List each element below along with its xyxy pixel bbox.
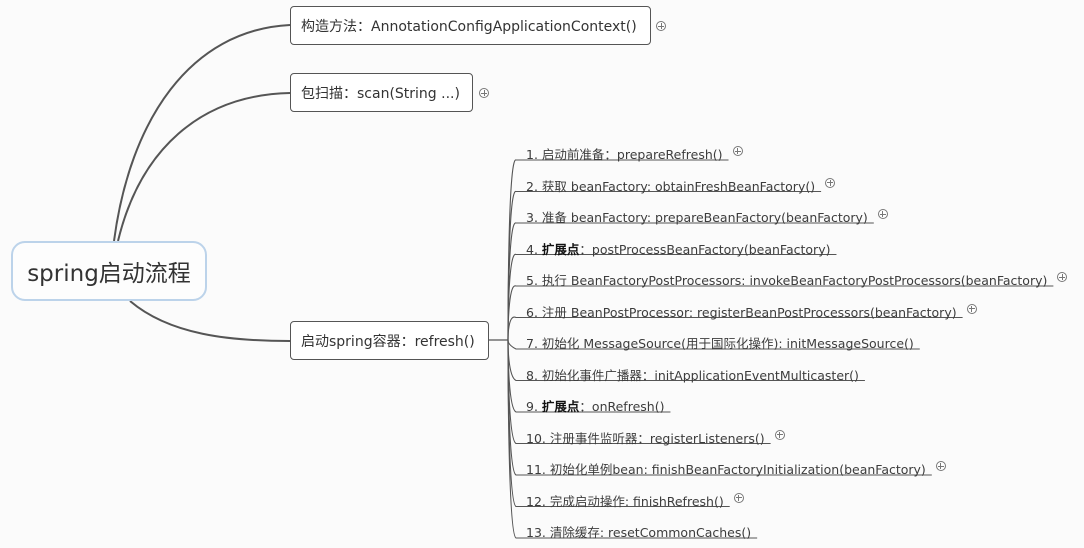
- step-label: 启动前准备：prepareRefresh(): [541, 147, 723, 162]
- step-number: 2.: [526, 178, 542, 194]
- step-number: 6.: [526, 304, 542, 320]
- step-label: 注册 BeanPostProcessor: registerBeanPostPr…: [541, 304, 957, 320]
- expand-icon[interactable]: [656, 21, 666, 31]
- step-label: ：postProcessBeanFactory(beanFactory): [579, 241, 831, 257]
- expand-icon[interactable]: [479, 88, 489, 98]
- expand-icon[interactable]: [935, 461, 946, 471]
- step-label: 注册事件监听器：registerListeners(): [549, 430, 765, 446]
- expand-icon[interactable]: [774, 429, 785, 440]
- step-number: 9.: [526, 399, 542, 414]
- expand-icon[interactable]: [733, 492, 744, 503]
- branch-constructor[interactable]: 构造方法：AnnotationConfigApplicationContext(…: [290, 6, 651, 45]
- step-label: 执行 BeanFactoryPostProcessors: invokeBean…: [541, 273, 1048, 288]
- refresh-step[interactable]: 11. 初始化单例bean: finishBeanFactoryInitiali…: [526, 459, 926, 478]
- refresh-step[interactable]: 13. 清除缓存: resetCommonCaches(): [526, 522, 751, 541]
- refresh-step[interactable]: 2. 获取 beanFactory: obtainFreshBeanFactor…: [526, 176, 815, 195]
- expand-icon[interactable]: [1057, 272, 1068, 282]
- step-label: 获取 beanFactory: obtainFreshBeanFactory(): [541, 178, 816, 194]
- expand-icon[interactable]: [825, 177, 836, 188]
- connector-line: [507, 253, 837, 341]
- step-label: ：onRefresh(): [579, 399, 665, 414]
- step-number: 5.: [526, 273, 542, 288]
- refresh-step[interactable]: 8. 初始化事件广播器：initApplicationEventMulticas…: [526, 365, 859, 384]
- refresh-step[interactable]: 9. 扩展点：onRefresh(): [526, 396, 664, 415]
- step-number: 8.: [526, 367, 542, 383]
- refresh-step[interactable]: 4. 扩展点：postProcessBeanFactory(beanFactor…: [526, 239, 830, 258]
- refresh-step[interactable]: 1. 启动前准备：prepareRefresh(): [526, 144, 723, 163]
- connector-line: [507, 339, 758, 539]
- refresh-step[interactable]: 12. 完成启动操作: finishRefresh(): [526, 491, 724, 510]
- connector-line: [507, 316, 963, 341]
- branch-refresh[interactable]: 启动spring容器：refresh(): [290, 321, 489, 360]
- step-number: 11.: [526, 462, 550, 477]
- step-number: 4.: [526, 241, 542, 257]
- refresh-step[interactable]: 7. 初始化 MessageSource(用于国际化操作): initMessa…: [526, 333, 914, 352]
- step-number: 1.: [526, 147, 542, 162]
- step-label: 初始化事件广播器：initApplicationEventMulticaster…: [541, 367, 859, 383]
- step-label: 完成启动操作: finishRefresh(): [549, 493, 724, 509]
- expand-icon[interactable]: [966, 303, 977, 314]
- step-highlight: 扩展点: [541, 241, 580, 257]
- root-topic-label: spring启动流程: [27, 261, 191, 287]
- connector-line: [129, 300, 291, 342]
- step-label: 准备 beanFactory: prepareBeanFactory(beanF…: [541, 210, 868, 225]
- refresh-step[interactable]: 5. 执行 BeanFactoryPostProcessors: invokeB…: [526, 270, 1047, 289]
- expand-icon[interactable]: [732, 146, 743, 156]
- branch-scan[interactable]: 包扫描：scan(String ...): [290, 73, 473, 112]
- branch-constructor-label: 构造方法：AnnotationConfigApplicationContext(…: [301, 18, 637, 35]
- refresh-step[interactable]: 10. 注册事件监听器：registerListeners(): [526, 428, 765, 447]
- step-number: 12.: [526, 493, 550, 509]
- step-highlight: 扩展点: [541, 399, 580, 414]
- step-number: 13.: [526, 525, 550, 540]
- refresh-step[interactable]: 6. 注册 BeanPostProcessor: registerBeanPos…: [526, 302, 957, 321]
- step-number: 3.: [526, 210, 542, 225]
- branch-scan-label: 包扫描：scan(String ...): [301, 85, 460, 102]
- expand-icon[interactable]: [877, 209, 888, 219]
- branch-refresh-label: 启动spring容器：refresh(): [301, 333, 475, 350]
- connector-line: [113, 24, 291, 242]
- refresh-step[interactable]: 3. 准备 beanFactory: prepareBeanFactory(be…: [526, 207, 868, 226]
- step-label: 清除缓存: resetCommonCaches(): [549, 525, 752, 540]
- step-label: 初始化 MessageSource(用于国际化操作): initMessageS…: [541, 336, 914, 351]
- step-number: 7.: [526, 336, 542, 351]
- connector-line: [117, 92, 291, 242]
- step-number: 10.: [526, 430, 550, 446]
- step-label: 初始化单例bean: finishBeanFactoryInitializati…: [549, 462, 926, 477]
- root-topic[interactable]: spring启动流程: [11, 241, 207, 301]
